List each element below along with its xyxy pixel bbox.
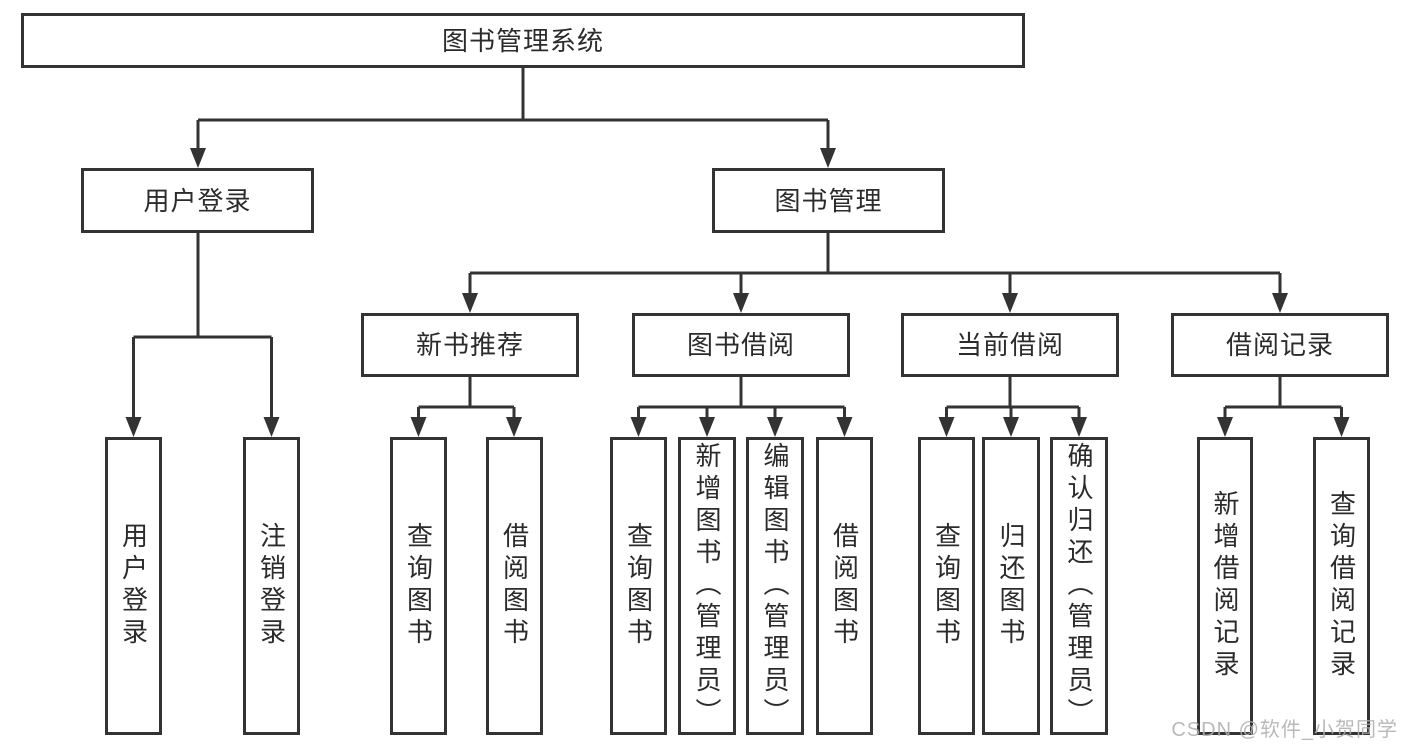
node-user-login-branch: 用户登录 [81,168,314,233]
node-label: 图书管理系统 [441,25,604,56]
node-label: 用户登录 [143,185,252,216]
leaf-logout: 注销登录 [243,437,300,735]
node-label: 借阅图书 [499,522,530,650]
node-label: 确认归还（管理员） [1064,442,1094,730]
node-label: 查询图书 [623,522,654,650]
node-label: 借阅记录 [1225,330,1334,360]
node-label: 注销登录 [256,522,287,650]
node-library-system: 图书管理系统 [21,13,1025,68]
leaf-query-books-current: 查询图书 [918,437,975,735]
node-borrowing-records: 借阅记录 [1171,313,1389,377]
node-label: 归还图书 [996,522,1026,650]
leaf-query-books-recommend: 查询图书 [390,437,447,735]
node-label: 当前借阅 [955,330,1064,360]
node-new-book-recommend: 新书推荐 [361,313,579,377]
watermark: CSDN @软件_小贺同学 [1171,719,1398,741]
node-current-borrowing: 当前借阅 [901,313,1119,377]
leaf-query-books-borrowing: 查询图书 [610,437,667,735]
node-label: 查询图书 [931,522,962,650]
node-label: 查询借阅记录 [1326,490,1357,682]
leaf-add-borrow-record: 新增借阅记录 [1197,437,1253,735]
node-book-borrowing: 图书借阅 [632,313,850,377]
leaf-borrow-books-borrowing: 借阅图书 [816,437,873,735]
node-label: 图书管理 [774,185,883,216]
node-label: 编辑图书（管理员） [760,442,790,730]
node-label: 新书推荐 [415,330,524,360]
leaf-edit-book-admin: 编辑图书（管理员） [746,437,804,735]
leaf-return-book: 归还图书 [982,437,1040,735]
node-label: 查询图书 [403,522,434,650]
leaf-borrow-books-recommend: 借阅图书 [486,437,543,735]
leaf-query-borrow-record: 查询借阅记录 [1313,437,1370,735]
node-label: 用户登录 [118,522,149,650]
node-label: 图书借阅 [686,330,795,360]
node-label: 新增借阅记录 [1210,490,1240,682]
leaf-user-login: 用户登录 [105,437,162,735]
leaf-confirm-return-admin: 确认归还（管理员） [1050,437,1108,735]
leaf-add-book-admin: 新增图书（管理员） [678,437,736,735]
node-label: 借阅图书 [829,522,860,650]
node-label: 新增图书（管理员） [692,442,722,730]
node-book-management: 图书管理 [712,168,945,233]
